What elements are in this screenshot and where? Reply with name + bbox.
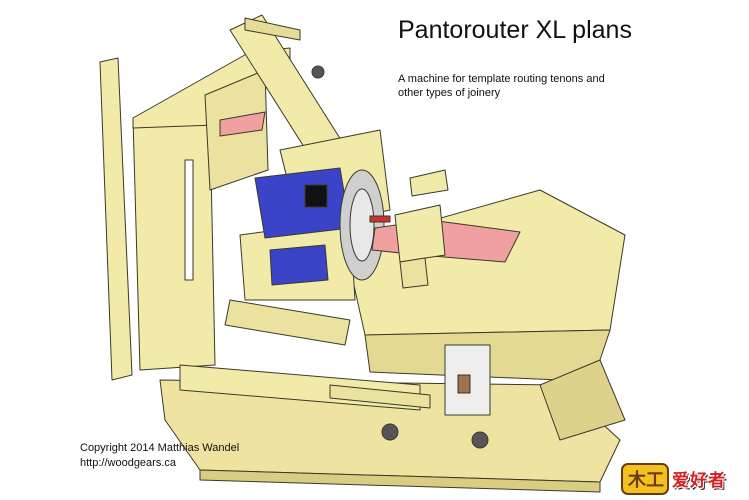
page-subtitle: A machine for template routing tenons an… [398,73,605,99]
website-url: http://woodgears.ca [80,457,177,469]
top-block [409,169,449,197]
knob-right [471,431,489,449]
page-title: Pantorouter XL plans [398,16,632,44]
table-side [539,359,626,441]
handle [244,17,301,41]
router-upper-window [304,184,328,208]
lower-link [224,299,351,346]
pink-pad [219,111,266,137]
switch-toggle [457,374,471,394]
copyright-notice: Copyright 2014 Matthias Wandel http://wo… [80,441,239,471]
table-top [344,189,626,336]
left-frame [132,117,216,371]
knob-left [381,423,399,441]
clamp-post [399,257,429,289]
base-front [199,469,601,493]
watermark-text: 爱好者 [672,471,726,491]
knob-top [311,65,325,79]
watermark-logo-text: 木工 [627,469,664,491]
clamp-block [394,204,446,263]
copyright-line: Copyright 2014 Matthias Wandel [80,442,240,454]
router-lower [269,244,329,286]
watermark-logo: 木工 [621,463,669,495]
router-base-inner [349,188,375,262]
router-upper [254,167,351,239]
router-bit [369,215,391,223]
frame-slot [184,159,194,281]
rear-post [99,57,133,381]
front-rail [329,384,431,409]
